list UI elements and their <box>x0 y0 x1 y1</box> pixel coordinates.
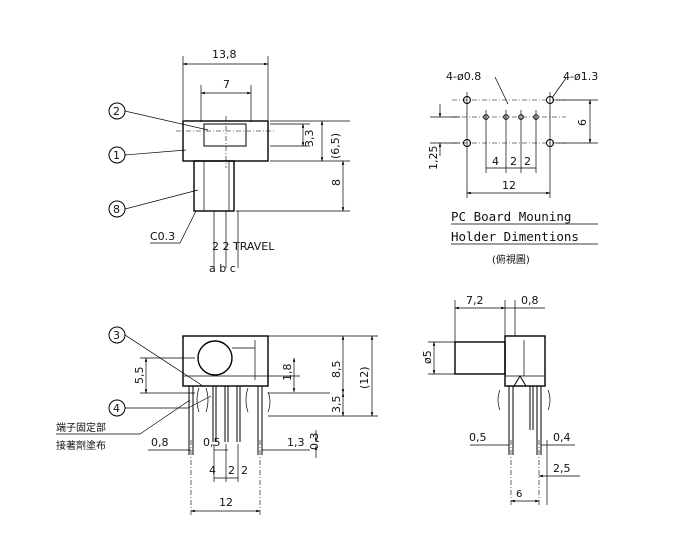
side-dim-0-5: 0,5 <box>469 431 487 444</box>
pcb-dim-12: 12 <box>502 179 516 192</box>
pcb-title-line2: Holder Dimentions <box>451 229 579 244</box>
pcb-dim-2b: 2 <box>524 155 531 168</box>
front-dim-12-ref: (12) <box>358 366 371 389</box>
pcb-subtitle: (俯視圖) <box>492 253 530 266</box>
chamfer-label: C0.3 <box>150 230 175 243</box>
pcb-dim-4: 4 <box>492 155 499 168</box>
note-line1: 端子固定部 <box>56 421 106 434</box>
pcb-view: 4-ø0.8 4-ø1.3 6 1,25 4 2 <box>427 70 598 266</box>
callout-4: 4 <box>113 402 120 415</box>
callout-2: 2 <box>113 105 120 118</box>
front-dim-3-5: 3,5 <box>330 396 343 414</box>
note-line2: 接著劑塗布 <box>56 439 106 452</box>
side-dim-7-2: 7,2 <box>466 294 484 307</box>
front-dim-2a: 2 <box>228 464 235 477</box>
front-dim-2b: 2 <box>241 464 248 477</box>
dim-8: 8 <box>330 179 343 186</box>
front-dim-0-5: 0,5 <box>203 436 221 449</box>
dim-3-3: 3,3 <box>303 130 316 148</box>
dim-13-8: 13,8 <box>212 48 237 61</box>
travel-label: 2 2 TRAVEL <box>212 240 275 253</box>
front-dim-4: 4 <box>209 464 216 477</box>
front-dim-8-5: 8,5 <box>330 361 343 379</box>
side-view: 7,2 0,8 ø5 0,5 0,4 2,5 6 <box>421 294 580 505</box>
pcb-title-line1: PC Board Mouning <box>451 209 571 224</box>
side-dim-2-5: 2,5 <box>553 462 571 475</box>
pcb-dim-2a: 2 <box>510 155 517 168</box>
callout-1: 1 <box>113 149 120 162</box>
side-dim-0-4: 0,4 <box>553 431 571 444</box>
front-view: 1,8 8,5 3,5 (12) 0,3 5,5 3 4 端子固定部 接著劑塗布… <box>56 326 378 515</box>
pcb-dim-1-25: 1,25 <box>427 146 440 171</box>
dim-6-5: (6,5) <box>329 133 342 159</box>
callout-8: 8 <box>113 203 120 216</box>
front-dim-5-5: 5,5 <box>133 367 146 385</box>
front-dim-1-8: 1,8 <box>281 364 294 382</box>
side-dim-6: 6 <box>516 489 522 500</box>
dim-7: 7 <box>223 78 230 91</box>
pcb-dim-6: 6 <box>576 119 589 126</box>
front-dim-12: 12 <box>219 496 233 509</box>
callout-3: 3 <box>113 329 120 342</box>
side-dim-0-8: 0,8 <box>521 294 539 307</box>
front-dim-1-3: 1,3 <box>287 436 305 449</box>
holes-large-label: 4-ø1.3 <box>563 70 598 83</box>
front-dim-0-3: 0,3 <box>308 433 321 451</box>
holes-small-label: 4-ø0.8 <box>446 70 481 83</box>
front-dim-0-8: 0,8 <box>151 436 169 449</box>
top-view: 13,8 7 3,3 (6,5) 8 2 1 8 <box>108 48 350 275</box>
side-dim-dia5: ø5 <box>421 350 434 364</box>
pin-labels: a b c <box>209 262 236 275</box>
